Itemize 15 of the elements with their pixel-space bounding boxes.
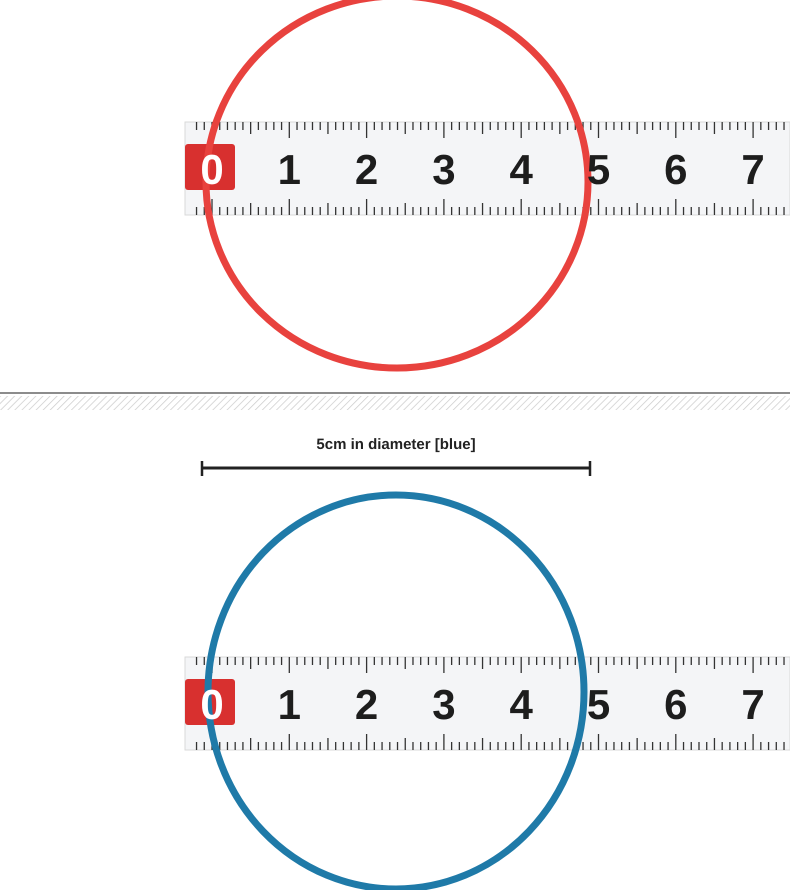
- scale-number: 3: [432, 149, 456, 191]
- scale-number: 3: [432, 684, 456, 726]
- scale-number: 6: [664, 684, 688, 726]
- scale-number: 2: [354, 684, 378, 726]
- scale-number: 7: [741, 684, 765, 726]
- scale-number: 0: [200, 149, 224, 191]
- scale-number: 1: [278, 684, 301, 726]
- dimension-label: 5cm in diameter [blue]: [315, 436, 477, 453]
- scale-number: 5: [586, 684, 610, 726]
- scale-number: 1: [278, 149, 301, 191]
- scale-number: 4: [510, 149, 533, 191]
- scale-number: 7: [741, 149, 765, 191]
- scale-number: 2: [354, 149, 378, 191]
- scale-number: 6: [664, 149, 688, 191]
- scale-number: 4: [510, 684, 533, 726]
